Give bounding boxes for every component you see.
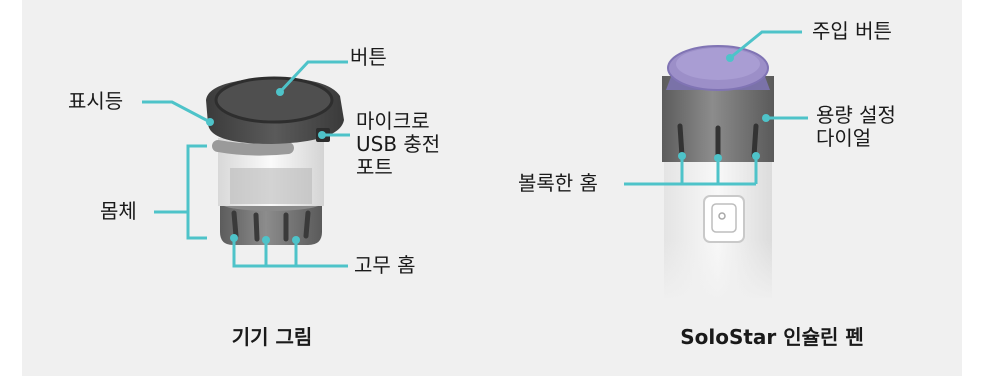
device-leader-lines bbox=[142, 60, 350, 268]
label-injection-button: 주입 버튼 bbox=[812, 19, 892, 43]
leader-ridges bbox=[624, 156, 758, 186]
caption-device: 기기 그림 bbox=[231, 325, 313, 349]
device-indicator-band bbox=[212, 140, 294, 156]
leader-injection-button bbox=[729, 30, 802, 60]
pen-leader-lines bbox=[624, 30, 808, 186]
device-inner-cartridge bbox=[230, 168, 312, 204]
leader-button bbox=[278, 60, 348, 94]
label-body: 몸체 bbox=[100, 199, 137, 223]
pen-ridges bbox=[677, 123, 759, 161]
label-micro-usb: 마이크로 USB 충전 포트 bbox=[356, 109, 441, 179]
caption-pen: SoloStar 인슐린 펜 bbox=[680, 325, 864, 349]
device-rubber-base bbox=[220, 203, 322, 245]
device-grooves bbox=[231, 210, 311, 242]
label-button: 버튼 bbox=[350, 45, 387, 69]
pen-illustration bbox=[624, 30, 808, 302]
label-rubber-grooves: 고무 홈 bbox=[354, 253, 416, 277]
figure-panel: 버튼 표시등 마이크로 USB 충전 포트 몸체 고무 홈 기기 그림 주입 버… bbox=[22, 0, 962, 376]
label-indicator: 표시등 bbox=[68, 89, 124, 113]
diagram-canvas bbox=[142, 30, 808, 302]
device-illustration bbox=[142, 60, 350, 268]
leader-body-bracket bbox=[186, 144, 207, 240]
leader-indicator bbox=[142, 100, 211, 124]
leader-grooves bbox=[232, 238, 348, 268]
label-dose-dial: 용량 설정 다이얼 bbox=[816, 103, 896, 150]
pen-body-fade bbox=[662, 240, 774, 302]
label-ridges: 볼록한 홈 bbox=[518, 171, 598, 195]
device-button bbox=[214, 76, 334, 124]
